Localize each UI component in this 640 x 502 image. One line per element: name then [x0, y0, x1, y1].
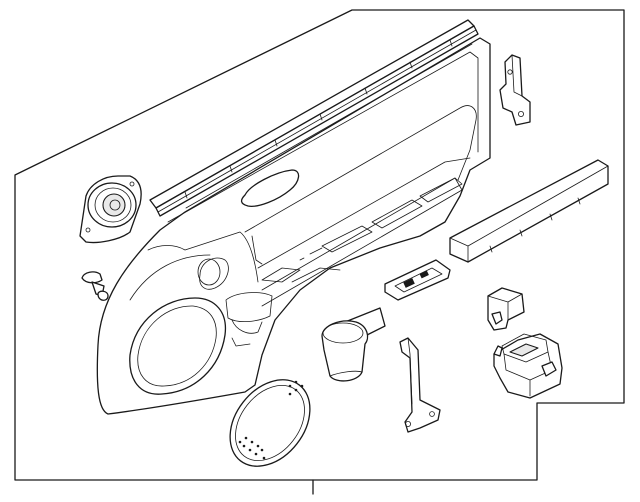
door-trim-panel-icon	[96, 37, 491, 415]
pull-handle-icon	[399, 337, 441, 433]
window-switch-icon	[493, 333, 563, 399]
armrest-cover-icon	[449, 159, 609, 263]
switch-bezel-icon	[384, 259, 451, 301]
trim-clip-icon	[81, 271, 109, 301]
mirror-switch-icon	[487, 287, 525, 331]
speaker-grille-icon	[229, 379, 311, 467]
assembly-boundary	[14, 9, 625, 495]
mounting-bracket-icon	[499, 54, 531, 126]
tweeter-speaker-icon	[79, 175, 142, 244]
window-belt-weatherstrip-icon	[149, 19, 479, 217]
cup-holder-icon	[321, 307, 386, 382]
